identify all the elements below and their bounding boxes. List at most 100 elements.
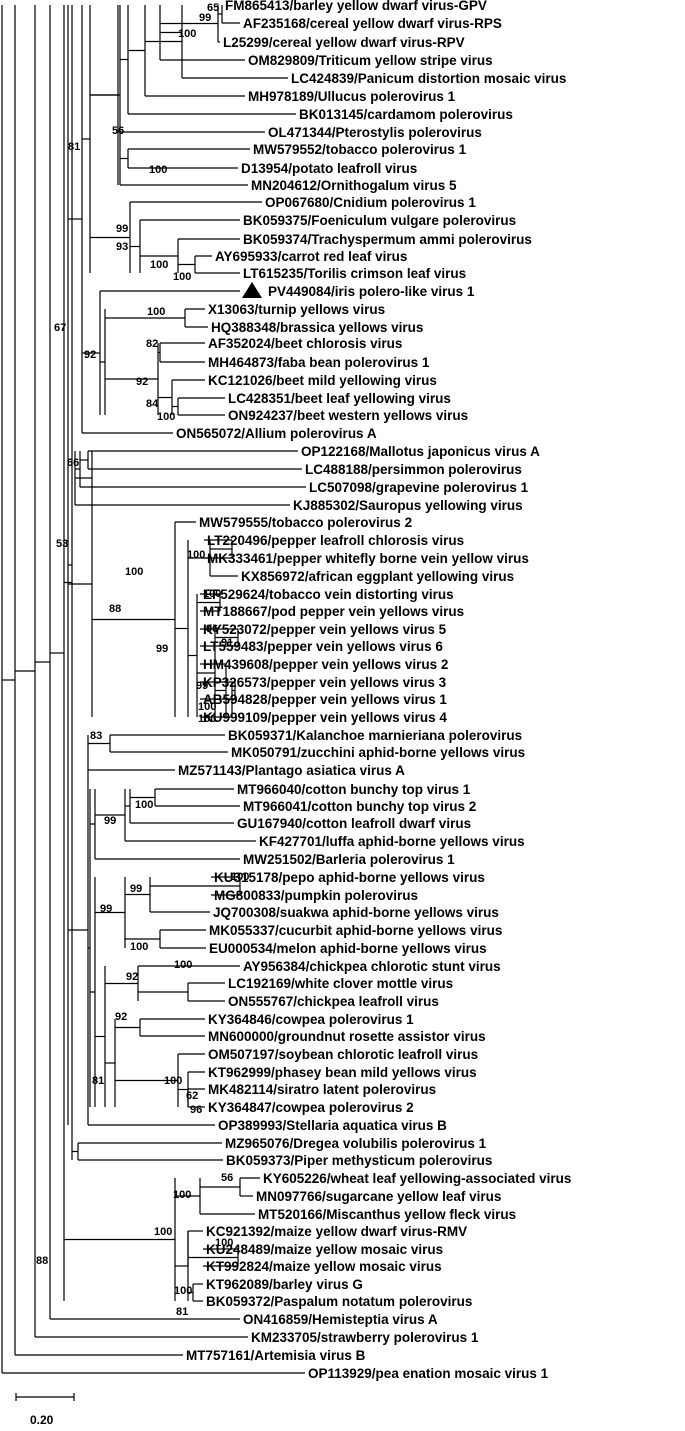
leaf-label: AY956384/chickpea chlorotic stunt virus	[243, 959, 501, 974]
leaf-label: KY364847/cowpea polerovirus 2	[208, 1100, 414, 1115]
leaf-label: KY605226/wheat leaf yellowing-associated…	[263, 1171, 571, 1186]
bootstrap-value: 100	[149, 164, 167, 176]
leaf-label: KY364846/cowpea polerovirus 1	[208, 1012, 414, 1027]
leaf-label: AF352024/beet chlorosis virus	[208, 336, 402, 351]
leaf-label: LC488188/persimmon polerovirus	[305, 462, 522, 477]
leaf-label: AB594828/pepper vein yellows virus 1	[203, 692, 447, 707]
bootstrap-value: 92	[84, 349, 96, 361]
leaf-label: ON565072/Allium polerovirus A	[176, 426, 377, 441]
leaf-label: OP389993/Stellaria aquatica virus B	[218, 1118, 447, 1133]
leaf-label: MZ571143/Plantago asiatica virus A	[178, 763, 405, 778]
bootstrap-value: 99	[199, 12, 211, 24]
leaf-label: OM507197/soybean chlorotic leafroll viru…	[208, 1047, 478, 1062]
bootstrap-value: 67	[54, 322, 66, 334]
leaf-label: GU167940/cotton leafroll dwarf virus	[237, 816, 471, 831]
bootstrap-value: 100	[173, 1189, 191, 1201]
leaf-label: EF529624/tobacco vein distorting virus	[203, 587, 454, 602]
bootstrap-value: 91	[221, 637, 233, 649]
leaf-label: MH978189/Ullucus polerovirus 1	[248, 89, 456, 104]
bootstrap-value: 100	[215, 1237, 233, 1249]
leaf-label: LT615235/Torilis crimson leaf virus	[243, 266, 466, 281]
leaf-label: KY523072/pepper vein yellows virus 5	[203, 622, 447, 637]
bootstrap-value: 81	[68, 141, 80, 153]
scale-bar-label: 0.20	[30, 1413, 54, 1427]
leaf-label: KJ885302/Sauropus yellowing virus	[293, 498, 523, 513]
bootstrap-value: 83	[90, 730, 102, 742]
bootstrap-value: 100	[231, 871, 249, 883]
scale-bar: 0.20	[15, 1393, 75, 1427]
leaf-label: KC921392/maize yellow dwarf virus-RMV	[206, 1224, 467, 1239]
bootstrap-value: 100	[164, 1075, 182, 1087]
leaf-label: L25299/cereal yellow dwarf virus-RPV	[223, 35, 465, 50]
bootstrap-value: 100	[154, 1226, 172, 1238]
leaf-label: BK059371/Kalanchoe marnieriana polerovir…	[228, 728, 522, 743]
leaf-label: OP067680/Cnidium polerovirus 1	[265, 195, 476, 210]
bootstrap-value: 100	[173, 271, 191, 283]
leaf-label: KF427701/luffa aphid-borne yellows virus	[259, 834, 525, 849]
leaf-label: MT966041/cotton bunchy top virus 2	[243, 799, 476, 814]
leaf-label: HM439608/pepper vein yellows virus 2	[203, 657, 448, 672]
leaf-label: LC507098/grapevine polerovirus 1	[309, 480, 529, 495]
leaf-label: KP326573/pepper vein yellows virus 3	[203, 675, 447, 690]
bootstrap-value: 92	[126, 971, 138, 983]
bootstrap-value: 99	[100, 903, 112, 915]
leaf-label: MT966040/cotton bunchy top virus 1	[237, 782, 471, 797]
bootstrap-value: 99	[196, 680, 208, 692]
leaf-label: KM233705/strawberry polerovirus 1	[251, 1330, 479, 1345]
bootstrap-value: 93	[116, 241, 128, 253]
leaf-label: MZ965076/Dregea volubilis polerovirus 1	[225, 1136, 487, 1151]
leaf-label: KU999109/pepper vein yellows virus 4	[203, 710, 447, 725]
triangle-marker-icon	[242, 282, 262, 298]
bootstrap-value: 88	[109, 603, 121, 615]
leaf-label: D13954/potato leafroll virus	[241, 161, 417, 176]
leaf-label: OP113929/pea enation mosaic virus 1	[308, 1366, 549, 1381]
leaf-label: MH464873/faba bean polerovirus 1	[208, 355, 430, 370]
bootstrap-value: 100	[174, 1285, 192, 1297]
leaf-label: LT220496/pepper leafroll chlorosis virus	[207, 533, 464, 548]
bootstrap-value: 100	[135, 799, 153, 811]
bootstrap-value: 100	[198, 701, 216, 713]
leaf-label: MK482114/siratro latent polerovirus	[208, 1082, 436, 1097]
bootstrap-value: 99	[104, 815, 116, 827]
bootstrap-value: 81	[92, 1075, 104, 1087]
leaf-label: ON555767/chickpea leafroll virus	[228, 994, 439, 1009]
leaf-label: MN204612/Ornithogalum virus 5	[251, 178, 457, 193]
leaf-label: MN097766/sugarcane yellow leaf virus	[256, 1189, 501, 1204]
leaf-label: LC428351/beet leaf yellowing virus	[228, 391, 451, 406]
bootstrap-value: 100	[130, 941, 148, 953]
bootstrap-values: 6599100561008199931001001006792829284100…	[36, 2, 249, 1318]
leaf-label: MK050791/zucchini aphid-borne yellows vi…	[231, 745, 525, 760]
leaf-label: LC424839/Panicum distortion mosaic virus	[291, 71, 566, 86]
bootstrap-value: 100	[147, 306, 165, 318]
leaf-label: BK059375/Foeniculum vulgare polerovirus	[243, 213, 516, 228]
bootstrap-value: 81	[176, 1306, 188, 1318]
leaf-labels: FM865413/barley yellow dwarf virus-GPV AF…	[176, 0, 571, 1381]
bootstrap-value: 96	[190, 1104, 202, 1116]
bootstrap-value: 88	[36, 1255, 48, 1267]
leaf-label: BK059373/Piper methysticum polerovirus	[226, 1153, 492, 1168]
leaf-label: AF235168/cereal yellow dwarf virus-RPS	[243, 16, 502, 31]
leaf-label: AY695933/carrot red leaf virus	[215, 249, 407, 264]
leaf-label: MN600000/groundnut rosette assistor viru…	[208, 1029, 486, 1044]
bootstrap-value: 100	[150, 259, 168, 271]
leaf-label: LC192169/white clover mottle virus	[228, 976, 453, 991]
leaf-label: KU248489/maize yellow mosaic virus	[206, 1242, 443, 1257]
leaf-label: MG800833/pumpkin polerovirus	[214, 888, 418, 903]
leaf-label: KX856972/african eggplant yellowing viru…	[241, 569, 514, 584]
bootstrap-value: 66	[67, 457, 79, 469]
bootstrap-value: 62	[186, 1090, 198, 1102]
tree-branches	[1, 5, 306, 1374]
bootstrap-value: 92	[136, 376, 148, 388]
bootstrap-value: 82	[146, 338, 158, 350]
leaf-label: MK055337/cucurbit aphid-borne yellows vi…	[209, 923, 502, 938]
bootstrap-value: 100	[178, 28, 196, 40]
bootstrap-value: 100	[125, 566, 143, 578]
leaf-label: MW579552/tobacco polerovirus 1	[253, 142, 467, 157]
leaf-label: OL471344/Pterostylis polerovirus	[268, 125, 482, 140]
bootstrap-value: 100	[157, 411, 175, 423]
leaf-label: LT559483/pepper vein yellows virus 6	[203, 639, 443, 654]
bootstrap-value: 53	[56, 538, 68, 550]
leaf-label: FM865413/barley yellow dwarf virus-GPV	[225, 0, 487, 13]
leaf-label: MK333461/pepper whitefly borne vein yell…	[207, 551, 529, 566]
